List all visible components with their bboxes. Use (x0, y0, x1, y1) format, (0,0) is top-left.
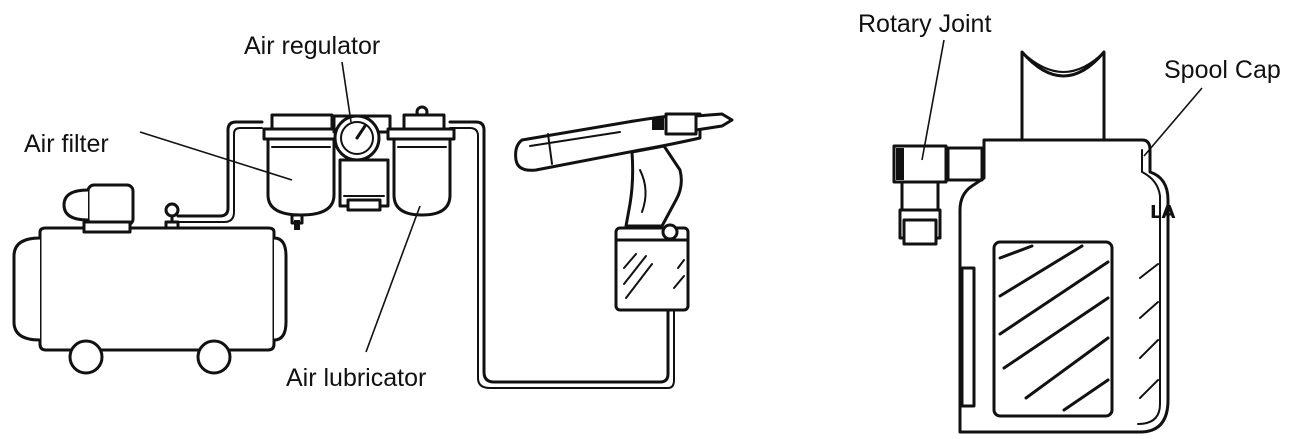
leader-air-lubricator (365, 205, 421, 353)
leader-spool-cap (1143, 87, 1203, 157)
air-hose-compressor-to-frl (176, 120, 264, 223)
leader-air-regulator (341, 61, 352, 123)
label-air-filter: Air filter (24, 130, 109, 158)
pneumatic-rivet-tool (514, 112, 734, 312)
air-lubricator (386, 105, 456, 217)
rotary-joint (892, 144, 984, 246)
leader-air-filter (139, 131, 293, 181)
label-rotary-joint: Rotary Joint (858, 10, 991, 38)
air-hose-frl-to-tool (448, 120, 675, 389)
air-regulator (332, 114, 392, 212)
tool-detail-view: LA (958, 50, 1175, 434)
svg-text:LA: LA (1150, 202, 1175, 223)
label-air-lubricator: Air lubricator (286, 364, 426, 392)
label-spool-cap: Spool Cap (1164, 56, 1281, 84)
leader-rotary-joint (921, 39, 945, 161)
label-air-regulator: Air regulator (244, 32, 380, 60)
air-compressor (12, 183, 288, 375)
air-filter (262, 113, 342, 230)
